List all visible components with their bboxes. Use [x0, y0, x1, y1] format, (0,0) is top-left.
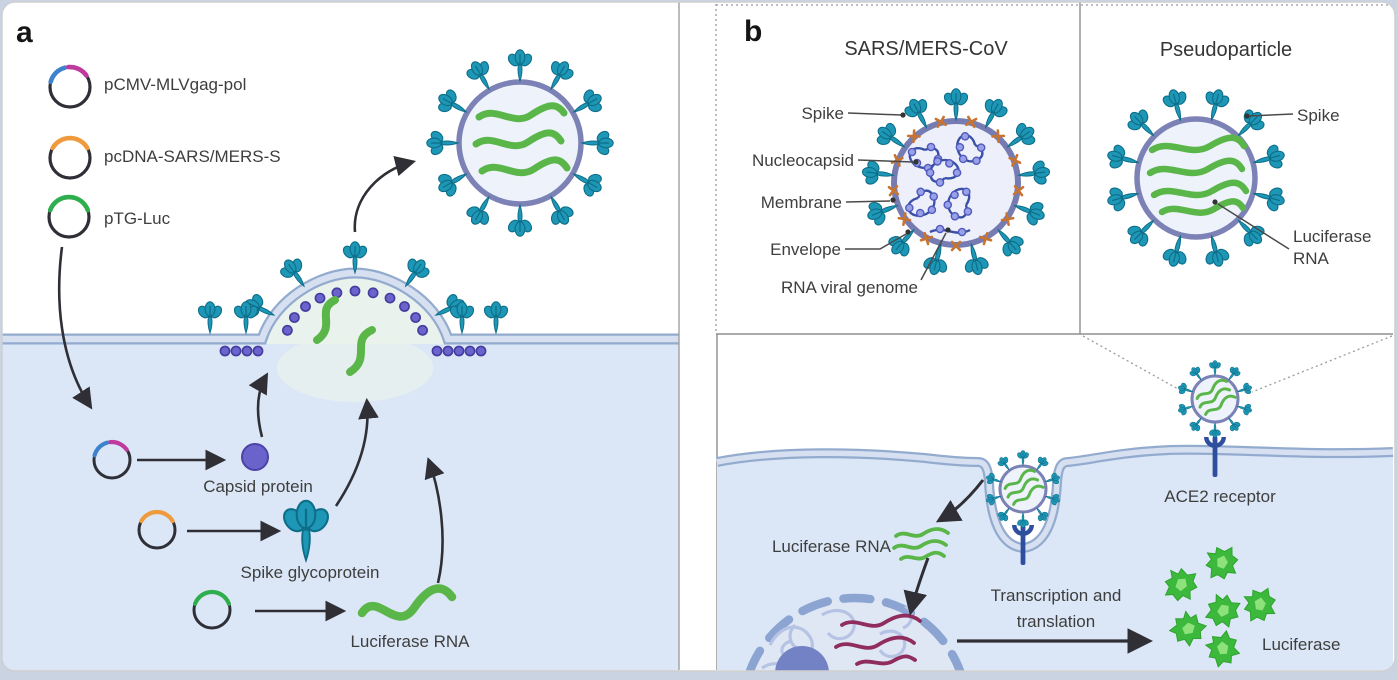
plasmid-ptg-label: pTG-Luc — [104, 209, 171, 228]
budding-bud-interior — [262, 276, 448, 344]
plasmid-pcdna-icon — [48, 135, 92, 180]
cell-cytoplasm-a — [2, 274, 679, 671]
sars-box-title: SARS/MERS-CoV — [844, 38, 1008, 60]
plasmid-ptg-icon — [47, 194, 91, 239]
pseudo-box-title: Pseudoparticle — [1159, 39, 1293, 61]
callout-line-right — [1251, 335, 1393, 393]
nucleus-icon — [738, 593, 972, 671]
spike-label-pseudo: Spike — [1297, 106, 1340, 125]
transcription-translation-label: Transcription and translation — [990, 586, 1122, 631]
pseudo-leader-lines — [1217, 113, 1294, 250]
envelope-label: Envelope — [770, 240, 841, 259]
released-luciferase-rna-icon — [892, 527, 950, 561]
endocytosed-pseudoparticle-icon — [984, 450, 1062, 528]
plasmid-pcmv-icon — [48, 64, 92, 109]
luciferase-rna-label-a: Luciferase RNA — [350, 632, 470, 651]
plasmid-pcdna-small-icon — [137, 509, 177, 550]
ace2-bound-pseudoparticle-icon — [1176, 360, 1254, 438]
sars-leader-lines — [845, 112, 947, 281]
membrane-label: Membrane — [760, 193, 842, 212]
budding-capsid-lining — [219, 285, 487, 357]
luciferase-label: Luciferase — [1262, 635, 1341, 654]
pseudoparticle-icon — [1103, 85, 1289, 271]
plasmid-pcmv-label: pCMV-MLVgag-pol — [104, 75, 247, 94]
released-pseudoparticle-icon — [426, 49, 614, 237]
entry-box — [716, 360, 1394, 671]
pseudoparticle-rna — [1146, 134, 1250, 216]
ace2-receptor-label: ACE2 receptor — [1164, 487, 1276, 506]
panel-b — [678, 2, 1394, 671]
luciferase-rna-icon — [357, 584, 457, 621]
luciferase-rna-label-entry: Luciferase RNA — [771, 537, 891, 556]
nucleolus — [775, 646, 829, 671]
panel-b-letter: b — [744, 15, 763, 48]
nuclear-rna-icon — [834, 613, 922, 666]
panel-a-arrows — [57, 155, 445, 622]
plasmid-pcmv-small-icon — [92, 439, 132, 480]
spike-glycoprotein-label: Spike glycoprotein — [240, 563, 380, 582]
cell-membrane-b — [716, 444, 1394, 554]
spike-label-sars: Spike — [801, 104, 844, 123]
plasmid-ptg-small-icon — [192, 589, 232, 630]
rna-viral-genome-label: RNA viral genome — [780, 278, 918, 297]
capsid-protein-label: Capsid protein — [203, 477, 313, 496]
plasmid-pcdna-label: pcDNA-SARS/MERS-S — [104, 147, 281, 166]
luciferase-rna-label-pseudo: Luciferase RNA — [1293, 227, 1372, 269]
panel-a-letter: a — [16, 16, 33, 49]
capsid-protein-icon — [241, 443, 269, 471]
budding-rna — [313, 296, 376, 376]
entry-arrows — [903, 479, 1154, 654]
sars-mers-cov-virion-icon — [860, 88, 1052, 279]
callout-line-left — [1082, 335, 1181, 391]
panel-a — [2, 49, 679, 671]
nucleocapsid-label: Nucleocapsid — [751, 151, 854, 170]
